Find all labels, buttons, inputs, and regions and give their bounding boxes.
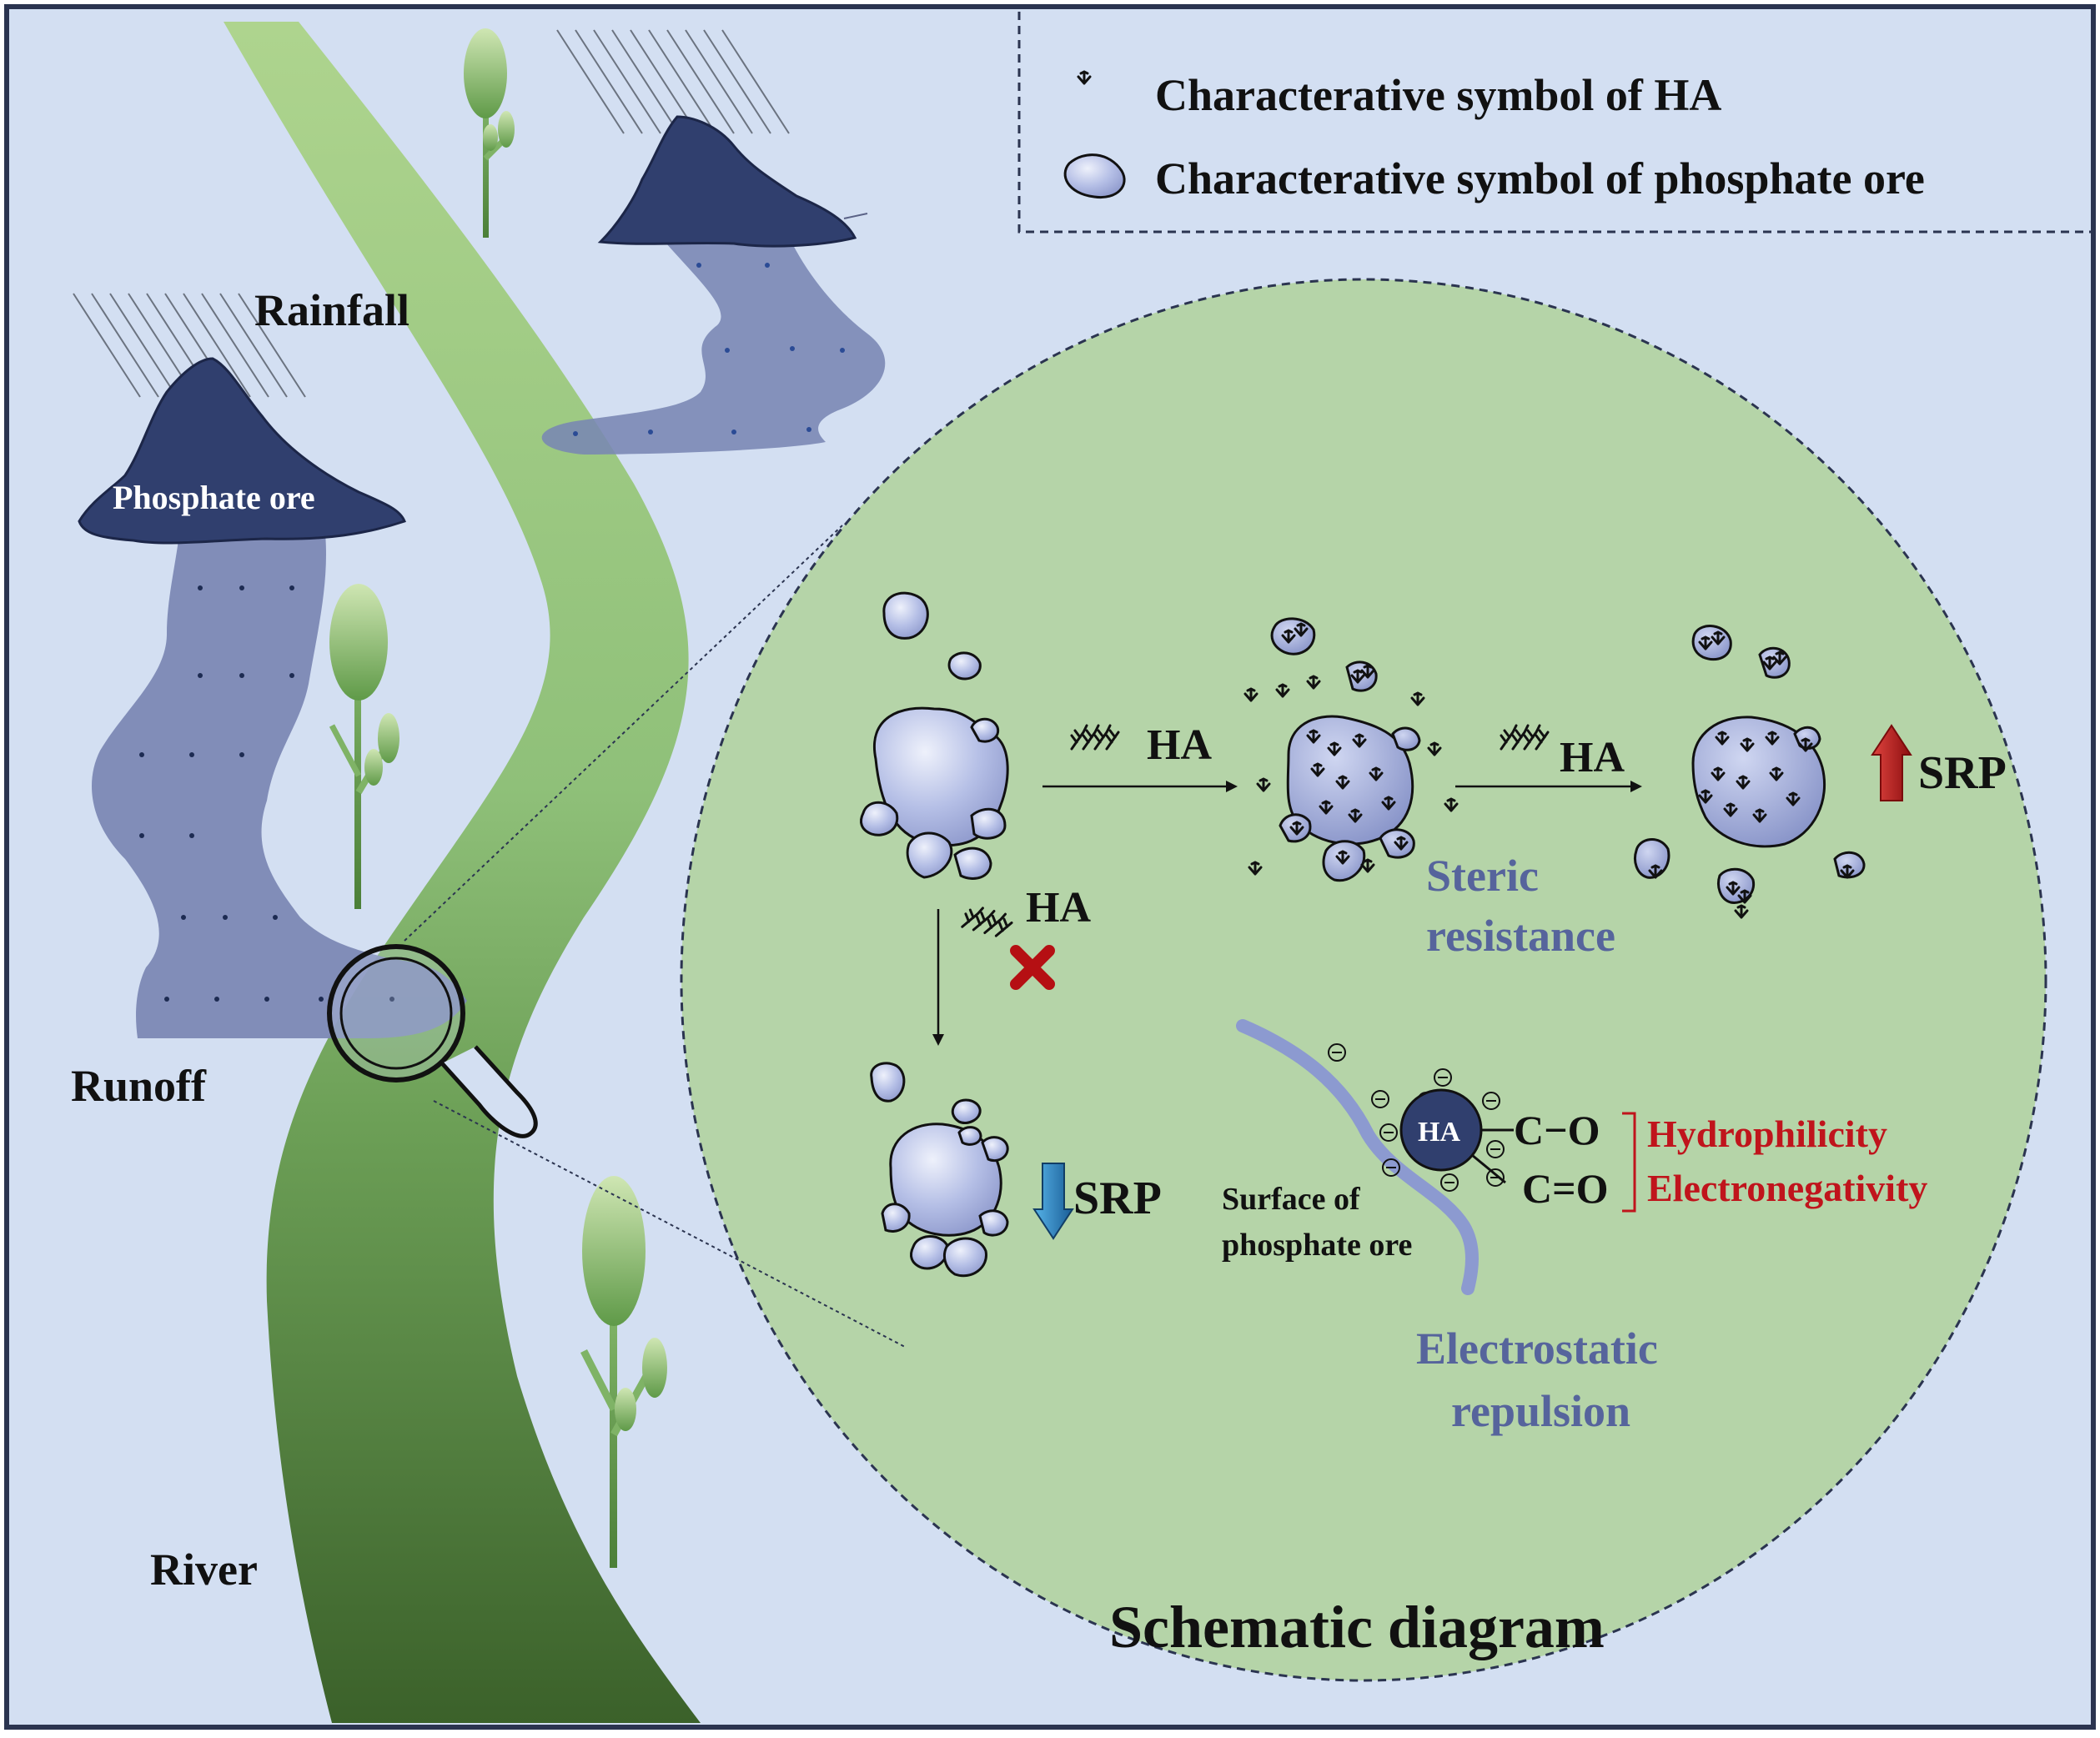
ha-label-3: HA: [1026, 884, 1091, 932]
arrow-right-1-head: [1226, 781, 1238, 792]
down-arrow-icon: [1032, 1163, 1074, 1240]
arrow-right-2-head: [1630, 781, 1642, 792]
ore-cluster-coated: [1270, 617, 1421, 882]
co-single-label: C−O: [1514, 1107, 1600, 1153]
surface-label-2: phosphate ore: [1222, 1228, 1412, 1263]
caption: Schematic diagram: [1109, 1594, 1605, 1660]
hydrophilicity-label: Hydrophilicity: [1647, 1113, 1887, 1155]
srp-down-label: SRP: [1073, 1173, 1162, 1224]
runoff-top-dots: [573, 263, 845, 436]
electronegativity-label: Electronegativity: [1647, 1167, 1927, 1209]
electrostatic-label-2: repulsion: [1451, 1386, 1630, 1436]
runoff-label: Runoff: [71, 1061, 207, 1111]
ha-label-2: HA: [1560, 734, 1625, 781]
ore-cluster-initial: [860, 591, 1009, 880]
ore-symbol-icon: [1063, 153, 1126, 199]
electrostatic-label-1: Electrostatic: [1416, 1324, 1658, 1374]
rainfall-label: Rainfall: [254, 285, 409, 335]
rain-right: [556, 29, 790, 134]
ore-surface-curve: [1236, 1019, 1479, 1295]
runoff-left-dots: [139, 585, 394, 1002]
magnifier-icon: [327, 944, 538, 1138]
bond-double-link: [1471, 1153, 1506, 1184]
plant-top: [464, 28, 515, 238]
red-x-icon: [1010, 945, 1055, 990]
zoom-circle: [680, 278, 2047, 1682]
legend: Characterative symbol of HA Characterati…: [1017, 12, 2092, 234]
co-double-label: C=O: [1522, 1165, 1609, 1212]
runoff-left: [92, 534, 467, 1038]
red-bracket: [1622, 1112, 1636, 1213]
ore-cluster-dispersed: [1634, 625, 1866, 904]
plant-middle: [329, 584, 399, 909]
legend-ore-label: Characterative symbol of phosphate ore: [1155, 153, 1925, 203]
surface-label-1: Surface of: [1222, 1182, 1361, 1217]
river-label: River: [150, 1545, 258, 1595]
ha-molecule-label: HA: [1418, 1117, 1460, 1148]
plant-bottom: [580, 1176, 667, 1568]
arrow-down-head: [932, 1034, 944, 1046]
runoff-top: [541, 225, 886, 455]
zoom-connector-top: [404, 525, 843, 942]
phosphate-ore-label: Phosphate ore: [113, 479, 315, 516]
ha-label-1: HA: [1147, 721, 1212, 769]
srp-up-label: SRP: [1918, 747, 2007, 799]
steric-label-1: Steric: [1426, 851, 1539, 901]
ore-cluster-settled: [870, 1062, 1009, 1278]
steric-label-2: resistance: [1426, 911, 1615, 961]
mountain-right: [597, 115, 857, 248]
mountain-left: [78, 357, 406, 545]
legend-ha-label: Characterative symbol of HA: [1155, 70, 1721, 120]
mountain-right-tip: [843, 213, 868, 219]
zoom-connector-bottom: [433, 1100, 906, 1348]
up-arrow-icon: [1871, 724, 1912, 801]
